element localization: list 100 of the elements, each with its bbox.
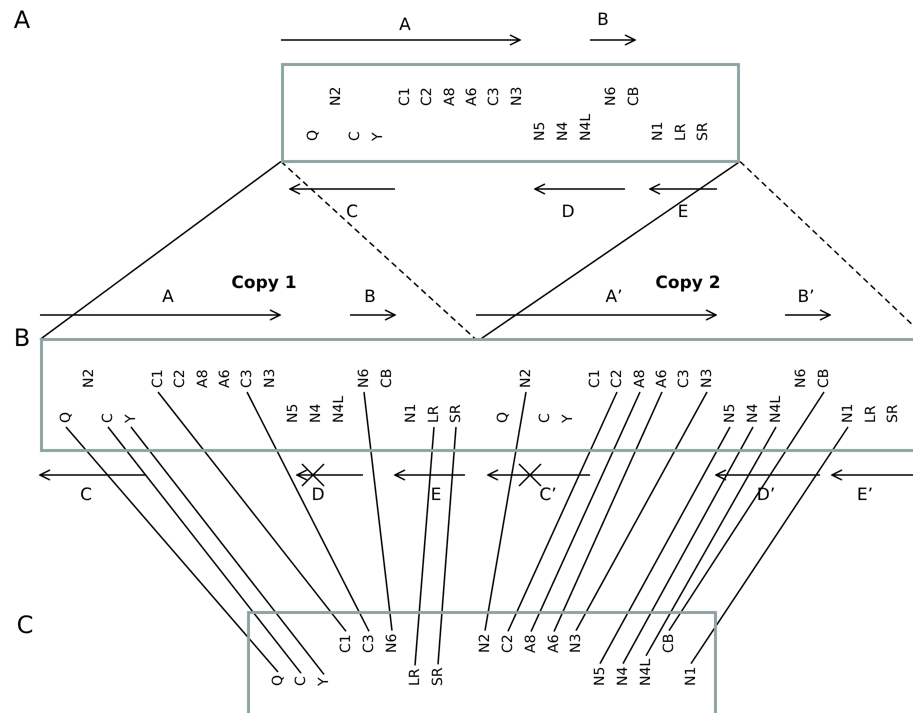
gene-label: C1 [588, 369, 602, 388]
arrow-label: E [430, 485, 442, 505]
connector-line [507, 392, 618, 632]
gene-label: N4L [769, 396, 783, 423]
connector-line [107, 426, 302, 674]
copy-label: Copy 1 [231, 273, 297, 293]
gene-label: N4 [746, 404, 760, 423]
gene-label: Q [271, 674, 285, 686]
gene-label: N3 [263, 368, 277, 388]
gene-label: N1 [404, 404, 418, 423]
gene-label: Q [306, 130, 320, 141]
gene-label: CB [817, 368, 831, 388]
gene-label: Q [496, 412, 510, 423]
connector-line [484, 392, 527, 631]
gene-label: A8 [196, 370, 210, 388]
connector-line [130, 426, 325, 675]
panel-box [40, 338, 913, 452]
gene-label: LR [408, 668, 422, 686]
projection-line [480, 160, 740, 340]
gene-label: Y [124, 414, 138, 423]
gene-label: A6 [547, 634, 561, 653]
connector-line [599, 426, 731, 664]
gene-label: N6 [385, 634, 399, 653]
connector-line [553, 392, 663, 632]
arrow-label: E’ [856, 485, 874, 505]
gene-label: C2 [420, 87, 434, 106]
gene-label: A6 [655, 370, 669, 388]
gene-label: N1 [841, 404, 855, 423]
gene-label: C2 [501, 634, 515, 653]
arrow-label: A’ [605, 287, 623, 307]
gene-label: N4 [309, 404, 323, 423]
gene-label: A6 [218, 370, 232, 388]
gene-label: N5 [286, 404, 300, 423]
gene-label: N5 [533, 122, 547, 141]
gene-label: C3 [362, 634, 376, 653]
gene-label: N1 [651, 122, 665, 141]
projection-line [280, 160, 476, 340]
gene-label: C2 [173, 369, 187, 388]
gene-label: C2 [610, 369, 624, 388]
gene-label: LR [674, 123, 688, 141]
gene-label: N4L [639, 658, 653, 686]
connector-line [690, 426, 849, 664]
gene-label: N3 [510, 86, 524, 106]
gene-label: LR [864, 405, 878, 423]
gene-label: N4L [579, 114, 593, 141]
gene-label: Y [371, 132, 385, 141]
gene-label: N6 [794, 368, 808, 388]
panel-label: A [14, 6, 30, 34]
gene-label: C [101, 413, 115, 423]
gene-label: C [348, 131, 362, 141]
gene-label: C [538, 413, 552, 423]
gene-label: A6 [465, 88, 479, 106]
gene-label: N6 [604, 86, 618, 106]
gene-label: SR [431, 667, 445, 686]
arrow-label: A [399, 15, 411, 35]
gene-label: C3 [487, 87, 501, 106]
arrow-label: A [162, 287, 174, 307]
arrow-label: B [597, 10, 609, 30]
gene-label: Q [59, 412, 73, 423]
gene-label: N3 [569, 634, 583, 653]
panel-box [281, 63, 740, 163]
connector-line [414, 426, 435, 666]
panel-label: B [14, 324, 30, 352]
gene-label: N2 [478, 634, 492, 653]
gene-label: N5 [723, 404, 737, 423]
gene-label: C1 [398, 87, 412, 106]
gene-label: N2 [329, 86, 343, 106]
gene-label: C3 [677, 369, 691, 388]
gene-label: A8 [633, 370, 647, 388]
copy-label: Copy 2 [655, 273, 721, 293]
connector-line [363, 392, 393, 631]
arrow-label: D [311, 485, 325, 505]
gene-label: N2 [519, 368, 533, 388]
gene-label: N2 [82, 368, 96, 388]
panel-box [247, 611, 717, 713]
projection-line [40, 160, 282, 340]
gene-label: Y [317, 677, 331, 686]
panel-label: C [16, 611, 34, 639]
gene-label: C1 [151, 369, 165, 388]
gene-label: N4 [556, 122, 570, 141]
gene-label: CB [627, 86, 641, 106]
connector-line [65, 426, 279, 672]
connector-line [645, 426, 777, 656]
connector-line [437, 426, 457, 664]
gene-label: CB [662, 634, 676, 653]
arrow-label: B’ [797, 287, 815, 307]
gene-label: SR [886, 404, 900, 423]
gene-label: N4L [332, 396, 346, 423]
arrow-label: C [80, 485, 92, 505]
gene-label: LR [427, 405, 441, 423]
gene-label: N4 [616, 666, 630, 686]
gene-label: A8 [443, 88, 457, 106]
gene-label: C1 [339, 634, 353, 653]
gene-label: SR [696, 122, 710, 141]
arrow-label: E [678, 202, 688, 222]
connector-line [246, 392, 370, 632]
arrow-label: B [364, 287, 376, 307]
gene-label: Y [561, 414, 575, 423]
arrow-label: D [561, 202, 575, 222]
gene-label: N5 [593, 666, 607, 686]
